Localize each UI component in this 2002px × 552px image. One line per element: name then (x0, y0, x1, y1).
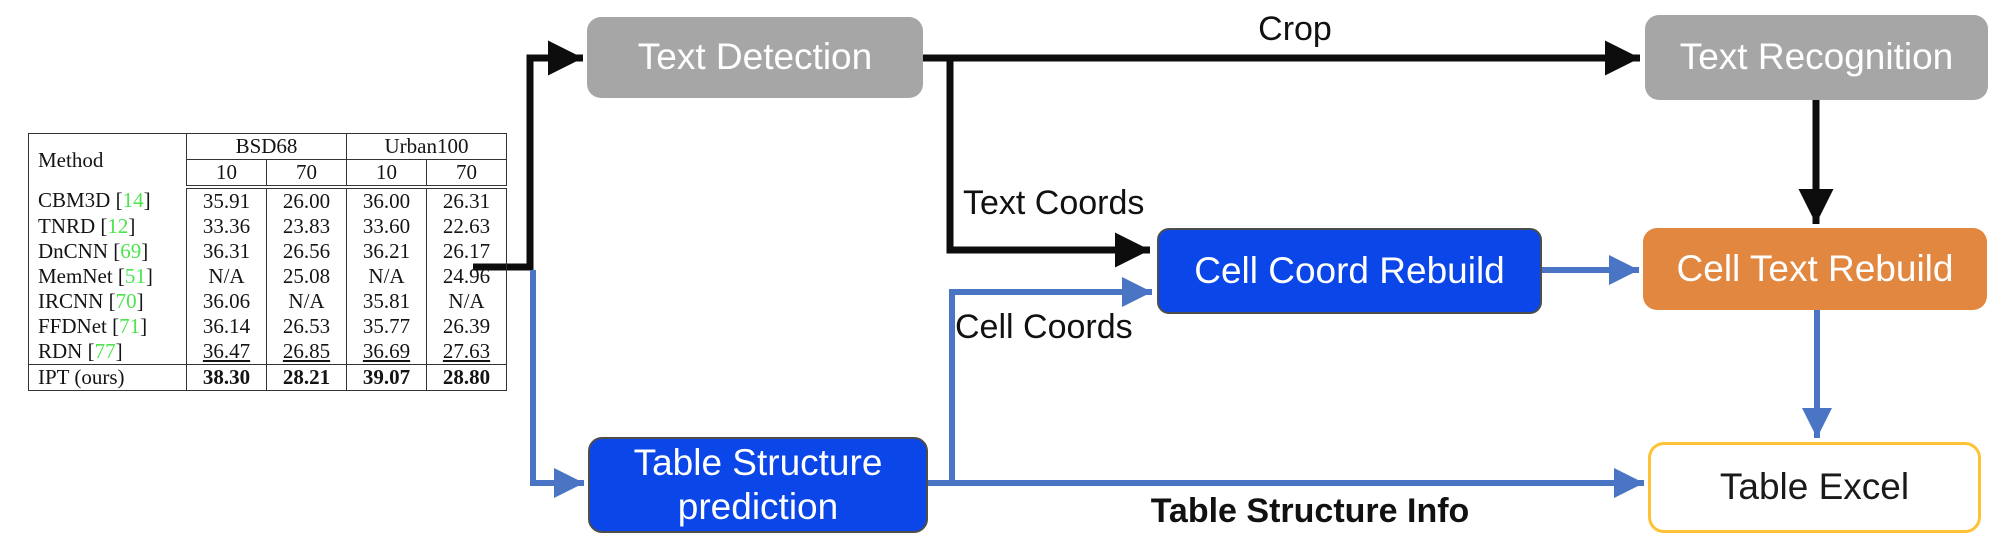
method-cell: IPT (ours) (28, 364, 187, 391)
method-cell: FFDNet [71] (28, 314, 187, 339)
value-cell: 33.60 (346, 214, 427, 239)
table-header-group: BSD68 (186, 133, 347, 160)
edge-label-crop: Crop (1258, 10, 1332, 48)
citation-number: 51 (124, 264, 146, 288)
node-text-detection-label: Text Detection (637, 36, 873, 78)
citation-number: 12 (107, 214, 129, 238)
citation-number: 69 (120, 239, 142, 263)
value-cell: 36.06 (186, 289, 267, 314)
citation-number: 77 (94, 339, 116, 363)
node-cell-coord-rebuild-label: Cell Coord Rebuild (1194, 249, 1505, 291)
method-cell: MemNet [51] (28, 264, 187, 289)
method-cell: TNRD [12] (28, 214, 187, 239)
table-header-sigma: 10 (186, 159, 267, 189)
node-text-detection: Text Detection (587, 17, 923, 98)
node-cell-text-rebuild: Cell Text Rebuild (1643, 228, 1987, 310)
value-cell: 26.00 (266, 187, 347, 214)
table-header-method: Method (28, 133, 187, 187)
value-cell: 38.30 (186, 364, 267, 391)
method-cell: CBM3D [14] (28, 187, 187, 214)
value-cell: 26.31 (426, 187, 507, 214)
node-text-recognition: Text Recognition (1645, 15, 1988, 100)
method-cell: DnCNN [69] (28, 239, 187, 264)
value-cell: 26.85 (266, 339, 347, 365)
value-cell: 36.21 (346, 239, 427, 264)
value-cell: 39.07 (346, 364, 427, 391)
citation-number: 71 (119, 314, 141, 338)
method-cell: RDN [77] (28, 339, 187, 365)
node-table-excel: Table Excel (1648, 442, 1981, 533)
table-header-sigma: 70 (266, 159, 347, 189)
node-cell-coord-rebuild: Cell Coord Rebuild (1157, 228, 1542, 314)
table-header-sigma: 70 (426, 159, 507, 189)
node-table-structure-prediction-label: Table Structure prediction (633, 441, 883, 527)
value-cell: 26.56 (266, 239, 347, 264)
edge-label-text-coords: Text Coords (963, 184, 1145, 222)
value-cell: 27.63 (426, 339, 507, 365)
value-cell: 26.17 (426, 239, 507, 264)
node-table-excel-label: Table Excel (1719, 466, 1910, 508)
value-cell: 23.83 (266, 214, 347, 239)
node-cell-text-rebuild-label: Cell Text Rebuild (1676, 247, 1954, 289)
value-cell: N/A (266, 289, 347, 314)
table-header-group: Urban100 (346, 133, 507, 160)
edge-label-cell-coords: Cell Coords (955, 308, 1133, 346)
value-cell: 28.21 (266, 364, 347, 391)
value-cell: 36.69 (346, 339, 427, 365)
value-cell: 36.00 (346, 187, 427, 214)
edge-label-table-structure-info: Table Structure Info (1150, 492, 1470, 530)
value-cell: 26.39 (426, 314, 507, 339)
value-cell: 22.63 (426, 214, 507, 239)
arrow-text-coords (946, 58, 1150, 268)
table-header-sigma: 10 (346, 159, 427, 189)
value-cell: 36.14 (186, 314, 267, 339)
value-cell: 35.91 (186, 187, 267, 214)
value-cell: N/A (426, 289, 507, 314)
value-cell: N/A (346, 264, 427, 289)
value-cell: 28.80 (426, 364, 507, 391)
method-cell: IRCNN [70] (28, 289, 187, 314)
value-cell: 24.96 (426, 264, 507, 289)
arrow-input-to-table-structure (530, 270, 584, 498)
value-cell: 26.53 (266, 314, 347, 339)
citation-number: 70 (115, 289, 137, 313)
value-cell: N/A (186, 264, 267, 289)
citation-number: 14 (122, 188, 144, 212)
value-cell: 35.81 (346, 289, 427, 314)
value-cell: 36.47 (186, 339, 267, 365)
value-cell: 36.31 (186, 239, 267, 264)
arrow-cell-coords (949, 277, 1152, 480)
value-cell: 35.77 (346, 314, 427, 339)
node-text-recognition-label: Text Recognition (1679, 36, 1954, 78)
value-cell: 33.36 (186, 214, 267, 239)
node-table-structure-prediction: Table Structure prediction (588, 437, 928, 533)
value-cell: 25.08 (266, 264, 347, 289)
